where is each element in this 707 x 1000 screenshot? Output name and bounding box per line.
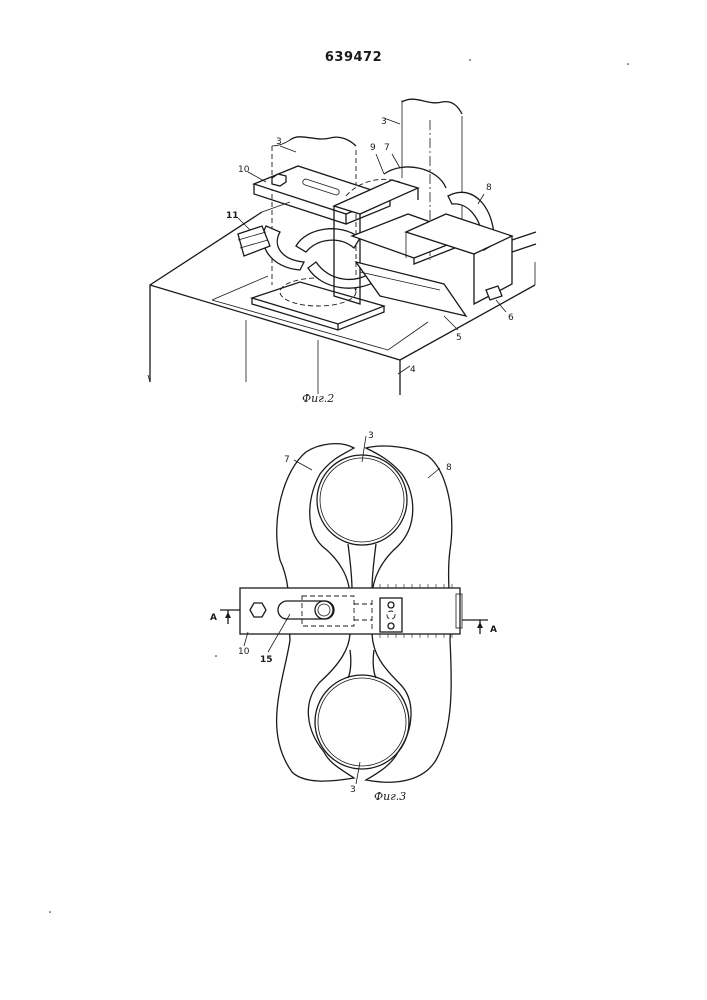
- figure-3-drawing: [220, 436, 488, 784]
- label-pipe-bottom: 3: [350, 785, 356, 795]
- figure-2-caption: Фиг.2: [302, 392, 334, 405]
- label-section-left: А: [210, 613, 217, 623]
- label-support: 6: [508, 313, 514, 323]
- label-wedge-left: 11: [226, 211, 239, 221]
- label-jaw-right-f3: 8: [446, 463, 452, 473]
- label-jaw-left: 7: [384, 143, 390, 153]
- label-jaw-left-f3: 7: [284, 455, 290, 465]
- label-slider: 9: [370, 143, 376, 153]
- label-table: 4: [410, 365, 416, 375]
- label-slot: 15: [260, 655, 273, 665]
- label-base-wedge: 5: [456, 333, 462, 343]
- label-jaw-right: 8: [486, 183, 492, 193]
- label-pipe-left: 3: [276, 137, 282, 147]
- label-clamp-bar: 10: [238, 165, 250, 175]
- label-bar-f3: 10: [238, 647, 250, 657]
- label-section-right: А: [490, 625, 497, 635]
- label-pipe-top: 3: [368, 431, 374, 441]
- figure-3-caption: Фиг.3: [374, 790, 406, 803]
- label-pipe-right: 3: [381, 117, 387, 127]
